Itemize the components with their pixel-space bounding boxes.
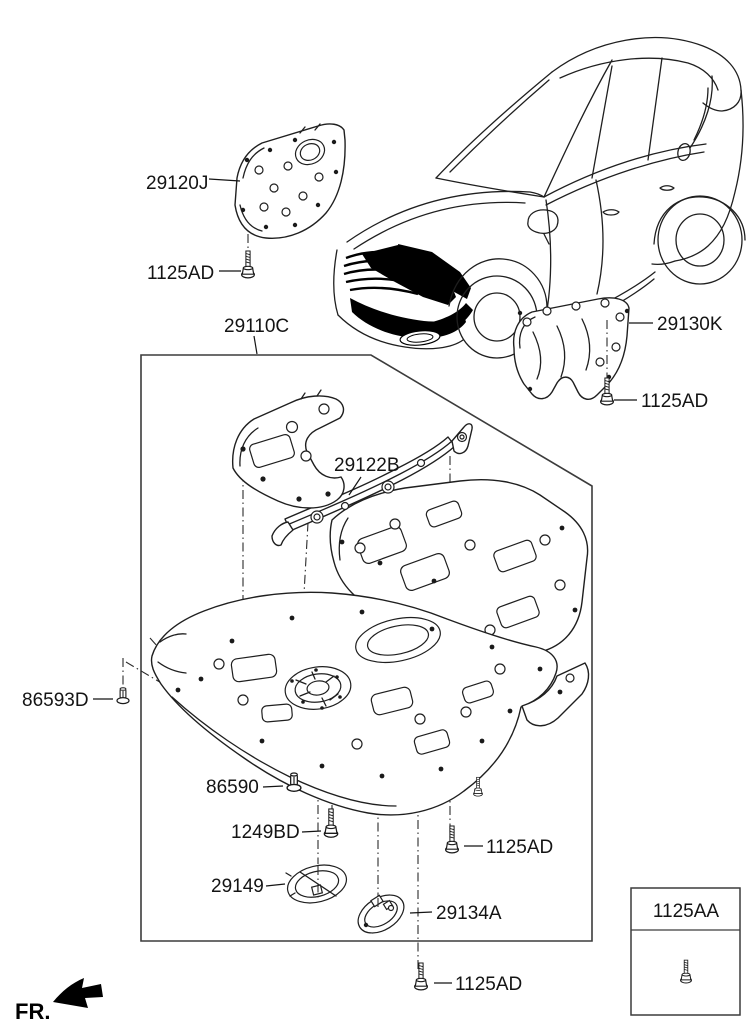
bolt-1125ad-middle-icon	[445, 825, 459, 854]
callout-1125ad-middle: 1125AD	[486, 837, 553, 858]
callout-86590: 86590	[206, 777, 259, 798]
clip-86593d-icon	[116, 687, 130, 705]
legend-label-1125aa: 1125AA	[653, 901, 720, 922]
bolt-1125ad-top-icon	[241, 250, 255, 279]
bolt-1249bd-icon	[323, 808, 339, 838]
vehicle-illustration	[333, 36, 746, 359]
part-29122b-rail-drawing	[271, 423, 473, 547]
callout-29122b: 29122B	[334, 455, 400, 476]
part-29120j-drawing	[234, 123, 346, 239]
cover-29134a-drawing	[357, 894, 405, 934]
cover-29149-drawing	[285, 864, 348, 904]
part-under-cover-drawing	[150, 591, 590, 816]
leader-lines	[93, 178, 653, 984]
part-top-shield-drawing	[231, 389, 345, 509]
callout-1125ad-right: 1125AD	[641, 391, 708, 412]
callout-29149: 29149	[211, 876, 264, 897]
part-29130k-drawing	[512, 297, 630, 400]
callout-29120j: 29120J	[146, 173, 208, 194]
callout-86593d: 86593D	[22, 690, 89, 711]
leader-29110c	[253, 335, 258, 355]
front-direction-arrow	[53, 978, 103, 1008]
callout-1249bd: 1249BD	[231, 822, 300, 843]
legend-box-1125aa: 1125AA	[630, 887, 741, 1016]
assembly-box-29110c	[140, 354, 593, 942]
callout-29130k: 29130K	[657, 314, 723, 335]
front-direction-marker: FR.	[15, 978, 103, 1024]
callout-1125ad-bottom: 1125AD	[455, 974, 522, 995]
callout-1125ad-top: 1125AD	[147, 263, 214, 284]
front-marker-label: FR.	[15, 999, 50, 1024]
bolt-1125ad-bottom-icon	[414, 962, 428, 991]
callout-29110c: 29110C	[224, 316, 289, 337]
callout-29134a: 29134A	[436, 903, 502, 924]
